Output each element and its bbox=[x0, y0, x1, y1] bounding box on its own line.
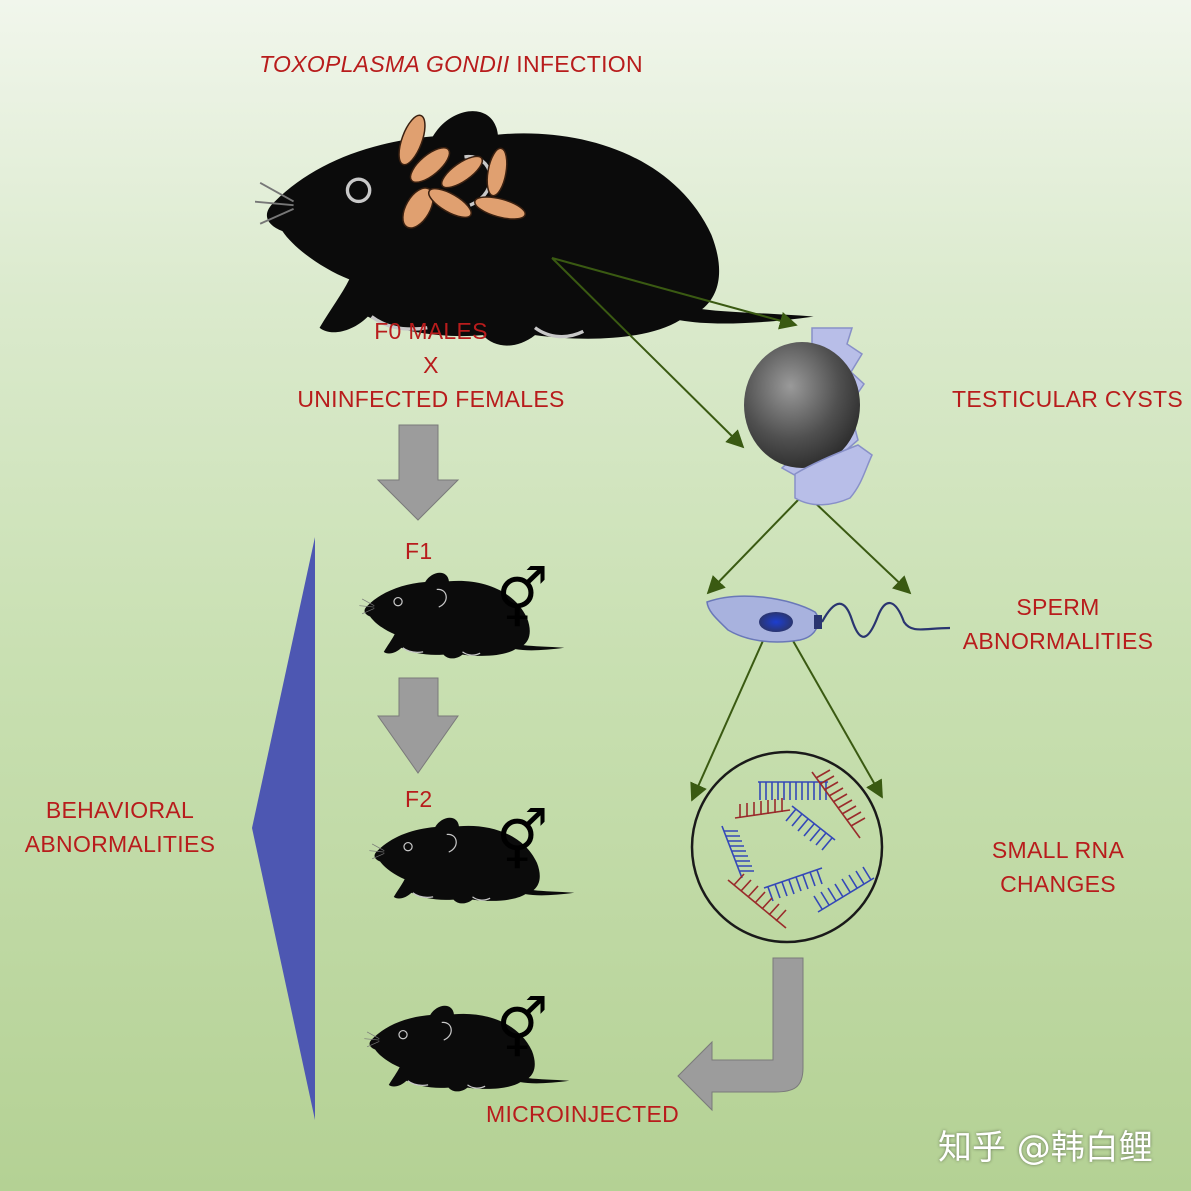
title-rest-part: INFECTION bbox=[509, 51, 643, 77]
small-rna-label: SMALL RNA CHANGES bbox=[992, 833, 1124, 901]
down-arrow-1 bbox=[376, 424, 460, 521]
title-italic-part: TOXOPLASMA GONDII bbox=[259, 51, 510, 77]
watermark-text: 知乎 @韩白鲤 bbox=[938, 1128, 1153, 1168]
f1-sex-symbol: ⚥ bbox=[496, 565, 549, 633]
diagram-title: TOXOPLASMA GONDII INFECTION bbox=[259, 47, 643, 81]
parasite-cluster bbox=[398, 114, 526, 229]
behavior-label-line-2: ABNORMALITIES bbox=[24, 831, 216, 857]
rna-label-line-2: CHANGES bbox=[1000, 871, 1116, 897]
cross-label: F0 MALES X UNINFECTED FEMALES bbox=[297, 314, 564, 416]
behavior-wedge bbox=[252, 537, 315, 1120]
behavior-label-line-1: BEHAVIORAL bbox=[45, 797, 195, 823]
sperm-label-line-1: SPERM bbox=[1016, 594, 1100, 620]
microinjected-sex-symbol: ⚥ bbox=[496, 995, 549, 1063]
behavioral-abnormalities-label: BEHAVIORAL ABNORMALITIES bbox=[25, 793, 216, 861]
microinjection-arrow bbox=[677, 957, 804, 1112]
cross-line-2: X bbox=[423, 352, 439, 378]
sperm-cell bbox=[706, 595, 951, 643]
f1-label: F1 bbox=[405, 538, 433, 564]
connector-arrows bbox=[551, 257, 912, 802]
infected-mouse bbox=[255, 109, 815, 348]
sperm-label-line-2: ABNORMALITIES bbox=[962, 628, 1154, 654]
down-arrow-2 bbox=[377, 677, 459, 774]
f2-sex-symbol: ⚥ bbox=[496, 807, 549, 875]
testicular-cysts-label: TESTICULAR CYSTS bbox=[952, 386, 1184, 412]
rna-label-line-1: SMALL RNA bbox=[991, 837, 1125, 863]
microinjected-label: MICROINJECTED bbox=[486, 1101, 680, 1127]
sperm-abnormalities-label: SPERM ABNORMALITIES bbox=[963, 590, 1154, 658]
small-rna-circle bbox=[690, 750, 884, 944]
testicular-cyst bbox=[744, 327, 873, 506]
cross-line-3: UNINFECTED FEMALES bbox=[297, 386, 565, 412]
cross-line-1: F0 MALES bbox=[374, 318, 488, 344]
f2-label: F2 bbox=[405, 786, 433, 812]
